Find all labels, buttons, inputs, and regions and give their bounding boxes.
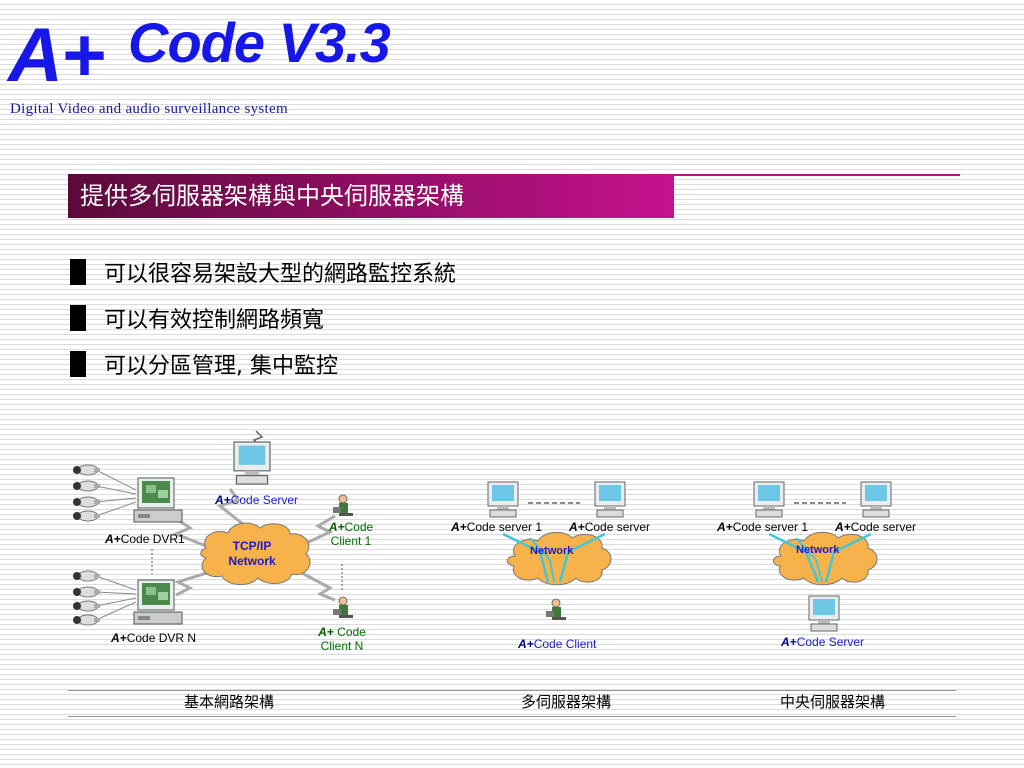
server-label: A+Code Server — [215, 493, 299, 507]
logo-product-name: Code V3.3 — [128, 11, 391, 74]
caption-rule-top — [68, 690, 956, 691]
logo-mark: A+ — [8, 13, 105, 98]
multi-server2-label: A+Code server — [569, 520, 651, 534]
basic-network-diagram — [72, 430, 354, 626]
caption-multi: 多伺服器架構 — [521, 693, 612, 711]
central-server1-label: A+Code server 1 — [717, 520, 809, 534]
caption-central: 中央伺服器架構 — [780, 693, 886, 711]
caption-basic: 基本網路架構 — [184, 693, 275, 711]
bullet-item: 可以很容易架設大型的網路監控系統 — [70, 256, 456, 288]
central-network-label: Network — [796, 544, 840, 556]
bullet-square-icon — [70, 259, 86, 285]
dvr1-label: A+Code DVR1 — [105, 532, 185, 546]
bullet-square-icon — [70, 305, 86, 331]
caption-rule-bottom — [68, 716, 956, 717]
multi-server1-label: A+Code server 1 — [451, 520, 543, 534]
central-server-diagram — [753, 481, 892, 632]
central-server-label: A+Code Server — [781, 635, 865, 649]
bullet-item: 可以分區管理, 集中監控 — [70, 348, 338, 380]
multi-network-label: Network — [530, 545, 574, 557]
logo-tagline: Digital Video and audio surveillance sys… — [10, 101, 288, 117]
central-server2-label: A+Code server — [835, 520, 917, 534]
slide-title: 提供多伺服器架構與中央伺服器架構 — [68, 174, 674, 218]
dvrn-label: A+Code DVR N — [111, 631, 197, 645]
multi-client-label: A+Code Client — [518, 637, 597, 651]
bullet-item: 可以有效控制網路頻寬 — [70, 302, 324, 334]
multi-server-diagram — [487, 481, 626, 621]
bullet-square-icon — [70, 351, 86, 377]
title-rule — [674, 174, 960, 176]
